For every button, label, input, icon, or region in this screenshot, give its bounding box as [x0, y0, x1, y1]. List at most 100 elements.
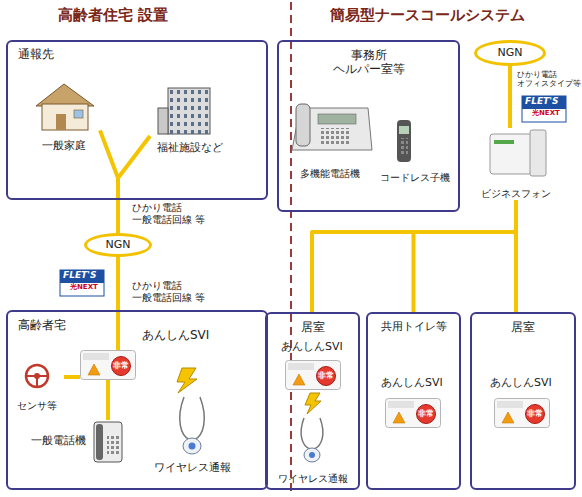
device-node: ビジネスフォン	[476, 128, 556, 200]
device-node: 多機能電話機	[288, 96, 372, 180]
group-box: 居室あんしんSVI	[470, 312, 576, 490]
node-label: 通報先	[18, 47, 54, 61]
node-label: ワイヤレス通報	[154, 461, 231, 474]
note-label: ひかり電話 オフィスタイプ等	[517, 70, 579, 88]
group-box: 高齢者宅あんしんSVI センサ等一般電話機ワイヤレス通報	[6, 310, 268, 490]
lightning-symbol	[177, 368, 197, 393]
node-label: コードレス子機	[380, 172, 450, 184]
building-body	[168, 88, 210, 134]
pendant-body	[304, 448, 320, 462]
node-label: あんしんSVI	[381, 376, 443, 389]
node-label: あんしんSVI	[281, 340, 343, 353]
phone-handset	[96, 424, 103, 460]
divider-line	[290, 2, 292, 495]
node-label: 共用トイレ等	[381, 320, 447, 333]
group-box: 通報先一般家庭 福祉施設など	[6, 40, 268, 200]
sensor-ring	[26, 365, 48, 387]
network-line	[514, 200, 518, 312]
network-ellipse: NGN	[84, 233, 152, 257]
node-label: 多機能電話機	[300, 168, 360, 180]
note-label: 光NEXT	[70, 283, 98, 291]
logo-frame	[60, 270, 104, 296]
pendant-body	[183, 438, 201, 454]
group-box: 居室あんしんSVI ワイヤレス通報	[265, 312, 360, 490]
node-label: NGN	[498, 46, 523, 59]
device-drawing	[386, 399, 441, 428]
device-drawing	[81, 351, 136, 380]
note-label: 非常	[113, 360, 129, 372]
note-label: 非常	[527, 408, 543, 420]
building-windows	[168, 88, 210, 134]
device-node: センサ等	[10, 360, 64, 412]
wireless-pendant	[180, 397, 205, 454]
node-label: 一般電話機	[31, 434, 86, 447]
device-node: ワイヤレス通報	[270, 415, 356, 485]
building-icon	[158, 88, 210, 134]
note-label: FLET'S	[63, 270, 96, 281]
group-box: 共用トイレ等あんしんSVI	[366, 312, 461, 490]
house-roof	[36, 84, 94, 106]
note-label: FLET'S	[525, 96, 558, 107]
phone-keypad	[320, 128, 350, 144]
flets-logo	[60, 270, 104, 296]
network-line	[116, 257, 120, 350]
business-phone-unit	[490, 130, 546, 176]
node-label: ビジネスフォン	[481, 188, 551, 200]
building-wing	[158, 108, 168, 134]
note-label: 高齢者住宅 設置	[58, 6, 168, 24]
handset-screen	[399, 126, 409, 134]
unit-side	[530, 130, 546, 176]
handset-body	[397, 120, 411, 162]
lightning-symbol	[305, 393, 321, 414]
pendant-cord	[180, 397, 205, 440]
logo-frame	[522, 96, 566, 122]
phone-handset	[296, 104, 310, 146]
logo-band	[60, 270, 104, 283]
logo-band	[522, 96, 566, 109]
phone-body	[94, 422, 122, 462]
handset-keys	[400, 138, 408, 156]
note-label: 非常	[318, 370, 334, 382]
phone-keypad	[107, 436, 119, 454]
node-label: センサ等	[17, 400, 57, 412]
node-label: ワイヤレス通報	[278, 473, 348, 485]
network-line	[106, 380, 110, 420]
phone-screen	[318, 114, 356, 124]
node-label: 高齢者宅	[18, 318, 66, 332]
device-node: コードレス子機	[376, 118, 454, 184]
wireless-pendant	[301, 418, 323, 462]
device-node: ワイヤレス通報	[150, 392, 235, 474]
node-label: 事務所 ヘルパー室等	[319, 48, 419, 77]
network-ellipse: NGN	[474, 40, 546, 66]
network-line	[508, 66, 512, 128]
house-icon	[36, 84, 94, 130]
flets-logo	[522, 96, 566, 122]
sensor-hub	[34, 373, 40, 379]
pendant-button	[309, 452, 315, 458]
network-line	[312, 200, 516, 312]
node-label: NGN	[106, 238, 131, 251]
unit-strip	[494, 140, 514, 144]
device-node: 福祉施設など	[150, 82, 230, 154]
node-label: あんしんSVI	[142, 328, 209, 342]
cordless-handset-icon	[397, 120, 411, 162]
multifunction-phone-icon	[292, 104, 372, 150]
device-node: 一般電話機	[92, 420, 124, 464]
network-line	[414, 200, 517, 312]
note-label: ひかり電話 一般電話回線 等	[132, 280, 210, 304]
house-wall	[42, 104, 88, 130]
group-box: 事務所 ヘルパー室等多機能電話機 コードレス子機	[277, 40, 460, 212]
node-label: 居室	[511, 320, 535, 334]
node-label: 居室	[301, 320, 325, 334]
node-label: 福祉施設など	[157, 141, 223, 154]
device-drawing	[495, 399, 550, 428]
note-label: 非常	[418, 408, 434, 420]
pendant-cord	[301, 418, 323, 449]
node-label: あんしんSVI	[490, 376, 552, 389]
device-drawing	[286, 361, 341, 390]
node-label: 一般家庭	[42, 139, 86, 152]
telephone-icon	[94, 422, 122, 462]
network-line	[64, 375, 80, 379]
device-node: 一般家庭	[28, 80, 100, 152]
